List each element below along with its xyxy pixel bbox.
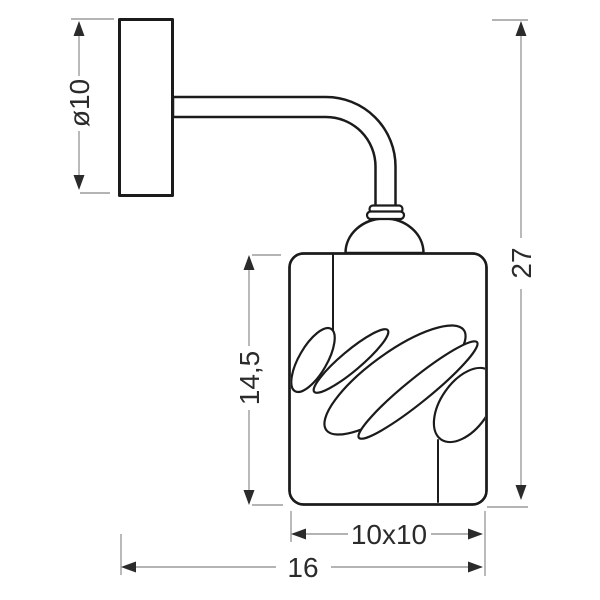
dimension-overall-height: 27 [506, 21, 537, 500]
dimension-overall-depth: 16 [121, 552, 483, 583]
shade-border-overlay [288, 252, 488, 506]
dim-shade-arrow-up [243, 255, 255, 270]
swirl-ellipse-4 [357, 340, 479, 440]
dimension-shade-height: 14,5 [234, 255, 265, 505]
lamp-figure [118, 18, 488, 506]
dim-shade-arrow-down [243, 490, 255, 505]
dim-footprint-arrow-right [468, 528, 483, 540]
dim-depth-arrow-left [121, 561, 136, 573]
dim-footprint-arrow-left [291, 528, 306, 540]
swirl-ellipse-5 [432, 366, 485, 444]
swirl-ellipse-1 [291, 326, 336, 394]
dim-height-label: 27 [506, 247, 537, 278]
dim-footprint-label: 10x10 [351, 519, 427, 550]
dim-shade-label: 14,5 [234, 351, 265, 406]
collar-ring-bottom [365, 210, 406, 221]
dimension-shade-footprint: 10x10 [291, 519, 483, 550]
dimension-plate-diameter: ø10 [64, 21, 95, 190]
dim-height-arrow-up [515, 21, 527, 36]
wall-plate [118, 18, 174, 197]
dim-height-arrow-down [515, 485, 527, 500]
socket-dome [344, 217, 425, 255]
swirl-ellipse-2 [312, 328, 390, 394]
dim-depth-arrow-right [468, 561, 483, 573]
dim-plate-arrow-down [73, 175, 85, 190]
shade-swirl-pattern [291, 324, 485, 444]
dim-plate-label: ø10 [64, 79, 95, 127]
extension-lines [71, 18, 528, 576]
dim-depth-label: 16 [287, 552, 318, 583]
dim-plate-arrow-up [73, 21, 85, 36]
lamp-arm [171, 95, 397, 210]
